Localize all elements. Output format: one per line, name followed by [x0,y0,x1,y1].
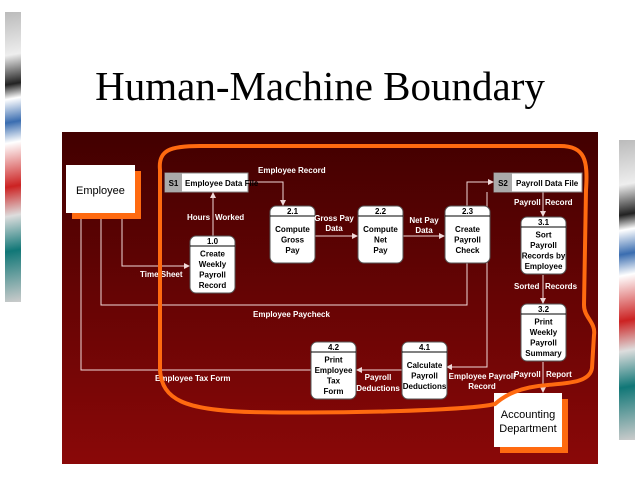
process-label: 3.2 [538,305,550,314]
process-label: Pay [285,246,300,255]
process-label: Print [324,356,343,365]
diagram-text: Payroll [514,198,541,207]
accounting-department-entity: Accounting Department [494,393,568,453]
diagram-text: Department [499,423,556,435]
process-label: Record [199,281,227,290]
diagram-text: Payroll [514,370,541,379]
label-employee-paycheck: Employee Paycheck [253,310,330,319]
diagram-text: Data [325,224,343,233]
process-label: Employee [525,262,563,271]
process-label: 2.3 [462,207,474,216]
process-label: Calculate [407,361,443,370]
process-label: Employee [315,366,353,375]
process-label: Payroll [454,235,481,244]
process-label: Tax [327,377,341,386]
process-label: Payroll [530,339,557,348]
diagram-text: Deductions [356,384,400,393]
diagram-text: S2 [498,179,508,188]
employee-entity: Employee [66,165,141,219]
process-label: Gross [281,235,305,244]
diagram-text: Data [415,226,433,235]
process-label: 2.1 [287,207,299,216]
label-worked: Worked [215,213,244,222]
process-label: Payroll [199,271,226,280]
process-label: Deductions [403,382,447,391]
diagram-text: Report [546,370,572,379]
diagram-text: Payroll [365,373,392,382]
process-label: Records by [522,252,566,261]
diagram-text: Record [545,198,573,207]
diagram-text: Gross Pay [314,214,354,223]
process-label: Create [455,225,480,234]
diagram-text: S1 [169,179,179,188]
decorative-stripe-right [619,140,635,440]
process-label: Sort [536,231,552,240]
process-label: Payroll [411,371,438,380]
decorative-stripe-left [5,12,21,302]
process-label: 4.1 [419,343,431,352]
process-label: Create [200,250,225,259]
diagram-text: Employee [76,185,125,197]
process-label: 1.0 [207,237,219,246]
diagram-text: Records [545,282,578,291]
process-label: Compute [363,225,398,234]
label-employee-tax-form: Employee Tax Form [155,374,230,383]
process-label: Weekly [530,328,558,337]
process-label: Print [534,318,553,327]
process-label: Weekly [199,260,227,269]
process-label: 3.1 [538,218,550,227]
data-store-s2: S2 Payroll Data File [493,172,583,193]
label-hours: Hours [187,213,211,222]
diagram-text: Accounting [501,409,555,421]
diagram-text: Sorted [514,282,539,291]
diagram-text: Employee Data File [185,179,259,188]
data-store-s1: S1 Employee Data File [164,172,259,193]
diagram-text: Payroll Data File [516,179,579,188]
process-label: Pay [373,246,388,255]
slide-title: Human-Machine Boundary [95,63,545,109]
label-employee-record: Employee Record [258,166,326,175]
process-label: Summary [525,349,562,358]
diagram-text: Record [468,382,496,391]
process-label: Net [374,235,387,244]
process-label: Payroll [530,241,557,250]
process-label: 4.2 [328,343,340,352]
process-label: 2.2 [375,207,387,216]
diagram-text: Employee Payroll [449,372,516,381]
process-label: Form [324,387,344,396]
human-machine-boundary [157,144,597,415]
diagram-text: Net Pay [409,216,439,225]
process-label: Check [455,246,480,255]
process-label: Compute [275,225,310,234]
